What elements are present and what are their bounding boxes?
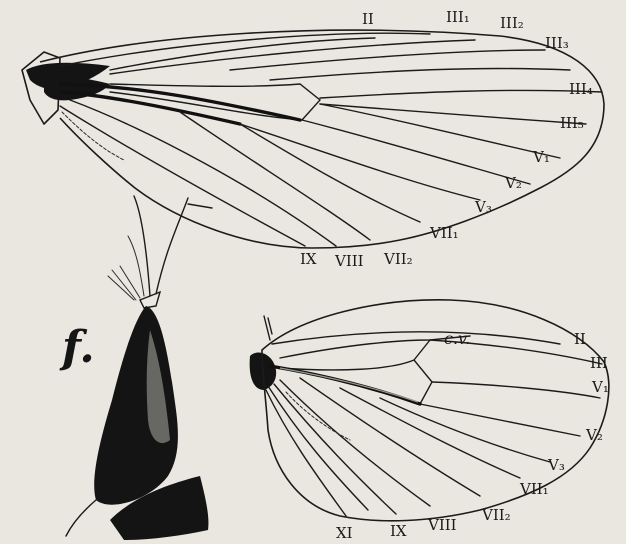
hindwing-label-III: III (590, 354, 608, 372)
hindwing-crossvein-cv (414, 340, 430, 360)
hindwing-vein-V1 (432, 382, 600, 398)
hindwing-label-V2: V₂ (585, 426, 603, 444)
forewing-label-II: II (362, 10, 374, 28)
hindwing-vein-V2 (420, 404, 580, 436)
forewing-label-V2: V₂ (504, 174, 522, 192)
forewing-vein-VII2 (180, 112, 370, 240)
forewing-vein-VIII (70, 100, 336, 246)
forewing-label-IX: IX (300, 250, 317, 268)
hindwing-label-VIII: VIII (427, 516, 457, 534)
forewing-label-VII2: VII₂ (383, 250, 413, 268)
forewing-vein-III1 (110, 40, 475, 74)
appendage-seta (156, 198, 188, 294)
forewing-vein-III2 (230, 50, 545, 70)
hindwing-label-VII2: VII₂ (481, 506, 511, 524)
hindwing-vein-II (272, 332, 560, 344)
figure-letter: f. (59, 322, 95, 373)
forewing-anal-vein (62, 112, 124, 160)
appendage-tail (66, 500, 96, 536)
hindwing-label-IX: IX (390, 522, 407, 540)
forewing-vein-IX (60, 106, 305, 246)
forewing-label-VIII: VIII (334, 252, 364, 270)
forewing-label-V1: V₁ (532, 148, 550, 166)
hindwing: c.v. II III V₁ V₂ V₃ VII₁ VII₂ VIII IX X… (250, 300, 609, 542)
hindwing-label-II: II (574, 330, 586, 348)
hindwing-vein-IX (274, 384, 396, 514)
appendage-figure-f: f. (59, 196, 208, 540)
forewing: II III₁ III₂ III₃ III₄ III₅ V₁ V₂ V₃ VII… (22, 8, 604, 270)
hindwing-label-XI: XI (336, 524, 353, 542)
hindwing-label-cv: c.v. (444, 329, 470, 348)
forewing-mark (188, 204, 212, 208)
forewing-label-III1: III₁ (446, 8, 470, 26)
forewing-label-III4: III₄ (569, 80, 593, 98)
forewing-label-III5: III₅ (560, 114, 584, 132)
forewing-vein-III3 (270, 68, 570, 80)
forewing-vein-VII1 (240, 124, 420, 222)
forewing-vein-V1 (320, 104, 560, 158)
forewing-label-VII1: VII₁ (429, 224, 459, 242)
hindwing-label-V3: V₃ (547, 456, 565, 474)
forewing-outline (40, 30, 604, 248)
appendage-seta (128, 236, 144, 296)
hindwing-outline (262, 300, 609, 521)
forewing-label-V3: V₃ (474, 198, 492, 216)
forewing-label-III2: III₂ (500, 14, 524, 32)
forewing-vein-III5 (320, 104, 586, 124)
hindwing-vein-X (268, 386, 368, 510)
hindwing-label-V1: V₁ (591, 378, 609, 396)
forewing-vein-V2 (302, 120, 530, 184)
forewing-vein-III4 (320, 90, 602, 98)
hindwing-cell-lower (280, 360, 432, 404)
appendage-seta (108, 276, 134, 300)
hindwing-cubital-stem (270, 366, 420, 404)
forewing-label-III3: III₃ (545, 34, 569, 52)
hindwing-label-VII1: VII₁ (519, 480, 549, 498)
